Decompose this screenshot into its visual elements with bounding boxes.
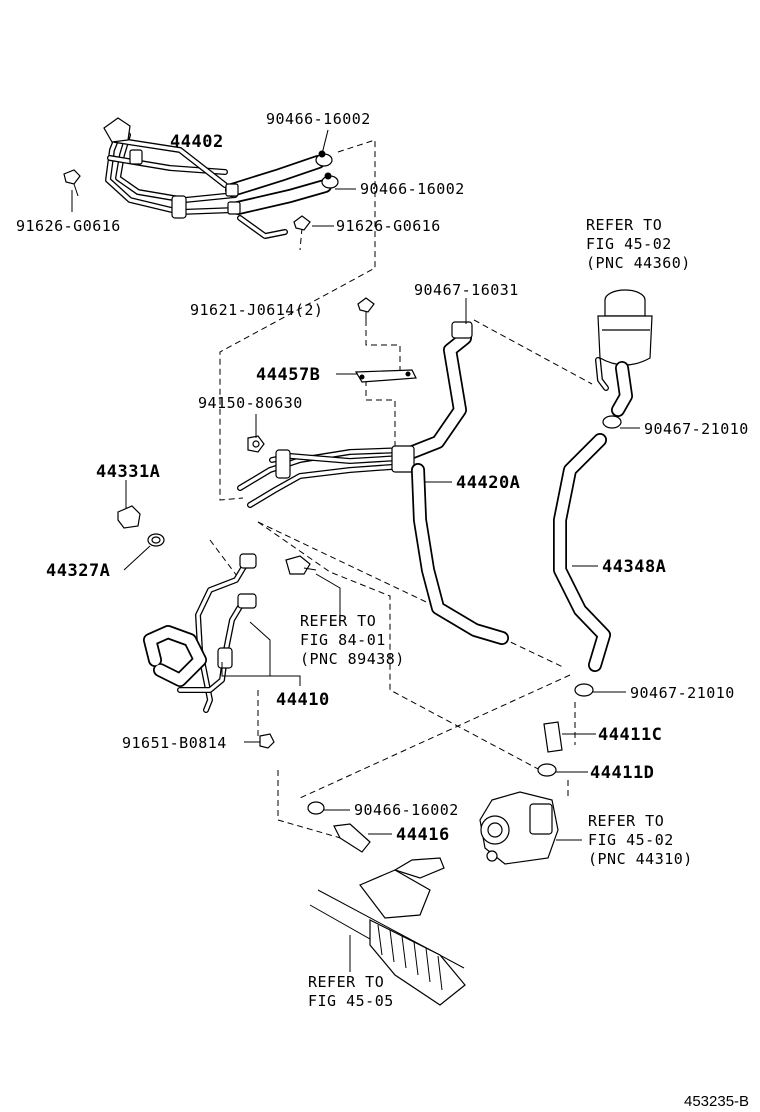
- pump-body: [479, 791, 559, 865]
- label-44411c: 44411C: [598, 725, 662, 745]
- assembly-dashed-lines: [209, 139, 593, 846]
- bracket-44457B: [354, 369, 417, 383]
- label-90467-16031: 90467-16031: [414, 281, 519, 299]
- ref-reservoir-line2: FIG 45-02: [586, 235, 672, 253]
- label-44402: 44402: [170, 132, 224, 152]
- part-number-labels: 44402 90466-16002 90466-16002 91626-G061…: [16, 110, 749, 845]
- pressure-tube-44420A: [237, 321, 509, 645]
- hose-clamp-icon: [574, 415, 622, 697]
- label-91626-g0616-left: 91626-G0616: [16, 217, 121, 235]
- label-90467-21010-top: 90467-21010: [644, 420, 749, 438]
- label-94150-80630: 94150-80630: [198, 394, 303, 412]
- label-44348a: 44348A: [602, 557, 666, 577]
- ref-pump-line3: (PNC 44310): [588, 850, 693, 868]
- label-44420a: 44420A: [456, 473, 520, 493]
- bolt-icon: [63, 169, 375, 322]
- label-90466-16002-c: 90466-16002: [354, 801, 459, 819]
- label-44457b: 44457B: [256, 365, 320, 385]
- union-44416: [333, 823, 371, 853]
- hose-clamp-icon: [315, 150, 339, 189]
- reservoir-tank: [595, 289, 653, 417]
- label-90467-21010-bot: 90467-21010: [630, 684, 735, 702]
- label-91651-b0814: 91651-B0814: [122, 734, 227, 752]
- label-44327a: 44327A: [46, 561, 110, 581]
- hose-clamp-icon: [307, 801, 325, 815]
- union-bolt-44331A: [117, 505, 141, 529]
- ref-switch-line1: REFER TO: [300, 612, 376, 630]
- ref-pump-line1: REFER TO: [588, 812, 664, 830]
- label-44410: 44410: [276, 690, 330, 710]
- ref-switch-line3: (PNC 89438): [300, 650, 405, 668]
- pressure-switch-icon: [285, 555, 317, 575]
- label-91626-g0616-right: 91626-G0616: [336, 217, 441, 235]
- leader-lines: [71, 129, 640, 972]
- ref-reservoir-line1: REFER TO: [586, 216, 662, 234]
- steering-gear: [309, 857, 466, 1006]
- return-tube-44410: [143, 553, 257, 713]
- oil-cooler-tube-44402: [103, 117, 332, 239]
- ref-gear-line2: FIG 45-05: [308, 992, 394, 1010]
- label-90466-16002-b: 90466-16002: [360, 180, 465, 198]
- gasket-44411D: [537, 763, 557, 777]
- label-44411d: 44411D: [590, 763, 654, 783]
- figure-code: 453235-B: [684, 1093, 749, 1110]
- ref-pump-line2: FIG 45-02: [588, 831, 674, 849]
- bolt-icon: [259, 733, 275, 749]
- union-44411C: [543, 721, 563, 753]
- nut-icon: [247, 435, 265, 453]
- label-44331a: 44331A: [96, 462, 160, 482]
- label-90466-16002-a: 90466-16002: [266, 110, 371, 128]
- ref-switch-line2: FIG 84-01: [300, 631, 386, 649]
- reference-notes: REFER TO FIG 45-02 (PNC 44360) REFER TO …: [300, 216, 693, 1010]
- label-44416: 44416: [396, 825, 450, 845]
- return-hose-44348A: [553, 433, 611, 672]
- ref-reservoir-line3: (PNC 44360): [586, 254, 691, 272]
- ref-gear-line1: REFER TO: [308, 973, 384, 991]
- label-91621-j0614: 91621-J0614(2): [190, 301, 323, 319]
- gasket-44327A: [147, 533, 165, 547]
